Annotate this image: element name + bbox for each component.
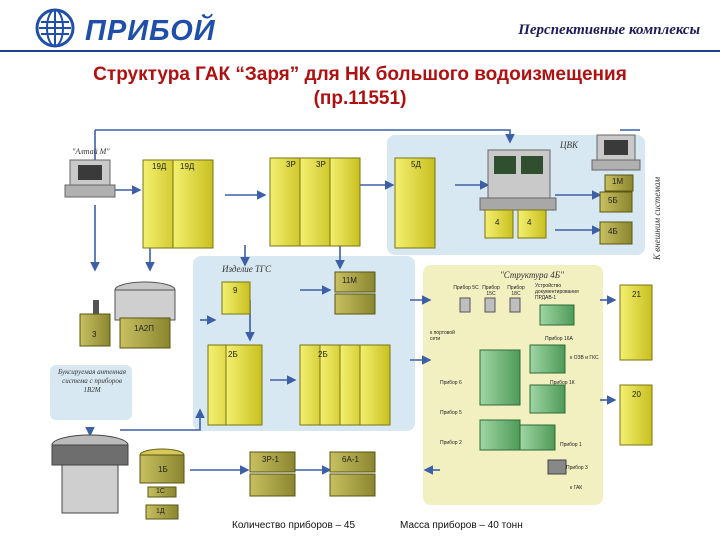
cabinet-2b-left bbox=[207, 344, 263, 426]
box-6a1 bbox=[329, 451, 376, 497]
towed-panel bbox=[50, 365, 132, 420]
unit-11m: 11М bbox=[342, 276, 357, 285]
label-external-systems: К внешним системам bbox=[652, 176, 662, 260]
box-5b bbox=[599, 191, 633, 213]
unit-1d: 1Д bbox=[156, 508, 165, 515]
box-1m bbox=[604, 174, 634, 192]
unit-4b: 4Б bbox=[608, 227, 618, 236]
drum-1b bbox=[139, 448, 185, 484]
unit-4-a: 4 bbox=[495, 218, 500, 227]
box-1d bbox=[145, 504, 179, 520]
unit-3r-b: 3Р bbox=[316, 160, 326, 169]
unit-5d: 5Д bbox=[411, 160, 421, 169]
label-izdelie-tgs: Изделие ТГС bbox=[222, 264, 272, 274]
company-logo bbox=[35, 8, 75, 48]
unit-19d-b: 19Д bbox=[180, 162, 195, 171]
unit-2b-left: 2Б bbox=[228, 350, 238, 359]
label-k-gak: к ГАК bbox=[570, 485, 583, 491]
label-struktura: "Структура 4Б" bbox=[500, 270, 564, 280]
unit-3: 3 bbox=[92, 330, 97, 339]
device-mass: Масса приборов – 40 тонн bbox=[400, 520, 523, 531]
unit-5b: 5Б bbox=[608, 196, 618, 205]
label-k-obs: к ОЗВ и ГКС bbox=[570, 355, 599, 361]
section-title: Перспективные комплексы bbox=[518, 22, 700, 38]
box-3r1 bbox=[249, 451, 296, 497]
unit-3r-a: 3Р bbox=[286, 160, 296, 169]
label-upravlenie: Устройство документирования ПРДАВ-1 bbox=[535, 283, 579, 301]
unit-19d-a: 19Д bbox=[152, 162, 167, 171]
unit-20: 20 bbox=[632, 390, 641, 399]
towed-antenna-reel bbox=[51, 434, 129, 514]
unit-1a2p: 1А2П bbox=[134, 324, 154, 333]
cabinet-3r bbox=[269, 157, 361, 247]
page-title: Структура ГАК “Заря” для НК большого вод… bbox=[20, 63, 700, 111]
cabinet-2b-right bbox=[299, 344, 391, 426]
struktura-devices bbox=[459, 297, 575, 475]
cabinet-5d bbox=[394, 157, 436, 249]
line-top bbox=[95, 129, 515, 144]
title-line-2: (пр.11551) bbox=[313, 88, 407, 109]
brand-name: ПРИБОЙ bbox=[85, 15, 216, 47]
unit-3r1: 3Р-1 bbox=[262, 455, 279, 464]
unit-2b-right: 2Б bbox=[318, 350, 328, 359]
label-pr-1k: Прибор 1К bbox=[550, 380, 575, 386]
box-9 bbox=[221, 281, 251, 315]
label-pr-2: Прибор 2 bbox=[440, 440, 462, 446]
label-pr-3: Прибор 3 bbox=[566, 465, 588, 471]
globe-icon bbox=[35, 8, 75, 48]
cabinet-21 bbox=[619, 284, 653, 361]
title-line-1: Структура ГАК “Заря” для НК большого вод… bbox=[93, 64, 627, 85]
device-count: Количество приборов – 45 bbox=[232, 520, 356, 531]
label-towed-antenna: Буксируемая антенная система с приборов … bbox=[57, 368, 127, 394]
label-cvk: ЦВК bbox=[560, 140, 578, 150]
header-divider bbox=[0, 50, 720, 52]
unit-9: 9 bbox=[233, 286, 238, 295]
sensor-3 bbox=[79, 300, 111, 347]
unit-21: 21 bbox=[632, 290, 641, 299]
unit-4-b: 4 bbox=[527, 218, 532, 227]
drum-1a2p bbox=[114, 281, 176, 349]
label-pr-6: Прибор 6 bbox=[440, 380, 462, 386]
label-pr-16a: Прибор 16А bbox=[545, 336, 573, 342]
altai-console bbox=[64, 159, 116, 198]
label-altai: "Алтай М" bbox=[72, 147, 110, 156]
label-pr-1: Прибор 1 bbox=[560, 442, 582, 448]
label-pr-18s: Прибор 18С bbox=[507, 285, 525, 297]
box-1s bbox=[147, 486, 177, 498]
unit-1s: 1С bbox=[156, 488, 165, 495]
box-4b bbox=[599, 221, 633, 245]
unit-6a1: 6А-1 bbox=[342, 455, 359, 464]
unit-1m: 1М bbox=[612, 177, 624, 186]
cabinet-19d bbox=[142, 159, 214, 249]
unit-1b: 1Б bbox=[158, 465, 168, 474]
remote-console bbox=[591, 134, 641, 171]
box-11m bbox=[334, 271, 376, 315]
cvk-workstation bbox=[479, 149, 557, 239]
label-pr-5: Прибор 5 bbox=[440, 410, 462, 416]
label-pr-5s: Прибор 5С bbox=[453, 285, 479, 291]
label-pr-15s: Прибор 15С bbox=[482, 285, 500, 297]
cabinet-20 bbox=[619, 384, 653, 446]
label-k-portu: к портовой сети bbox=[430, 330, 455, 342]
